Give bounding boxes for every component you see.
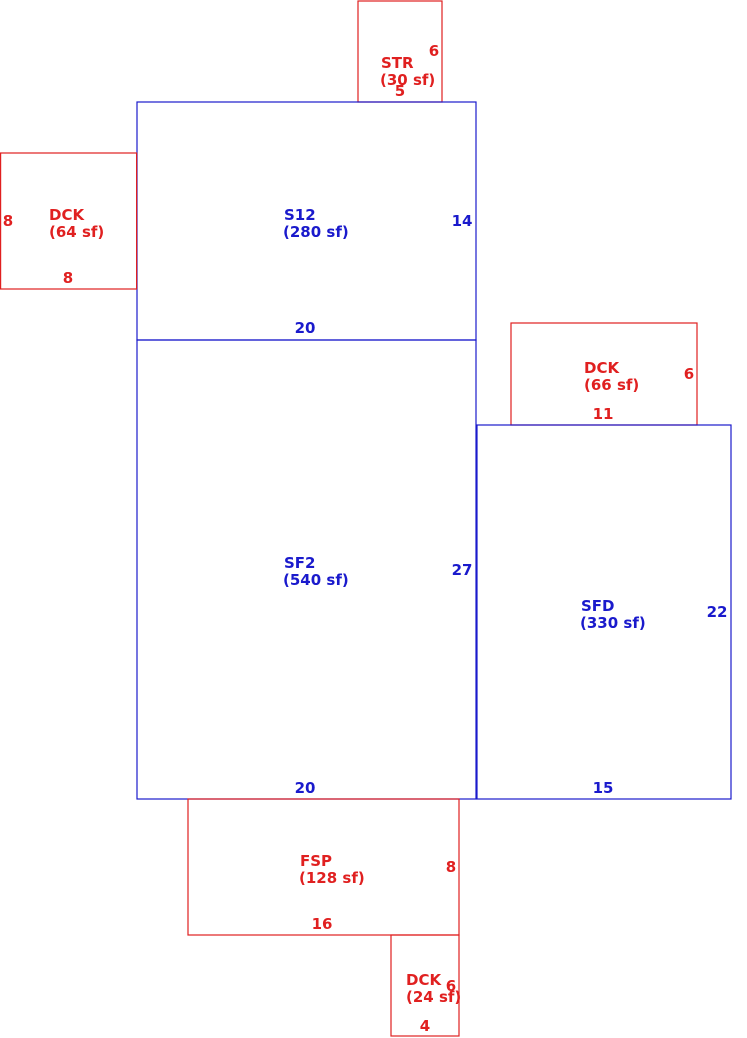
area-dck-left-outline bbox=[0, 152, 138, 290]
area-sfd[interactable]: SFD (330 sf) 15 22 bbox=[476, 424, 732, 800]
area-fsp-outline bbox=[187, 798, 460, 936]
area-str-depth: 6 bbox=[429, 42, 439, 60]
area-dck-left-depth: 8 bbox=[3, 212, 13, 230]
area-sf2-width: 20 bbox=[295, 779, 316, 797]
area-dck-left[interactable]: DCK (64 sf) 8 8 bbox=[0, 152, 138, 290]
area-dck-left-code: DCK bbox=[49, 206, 85, 224]
area-str-width: 5 bbox=[395, 82, 405, 100]
area-dck-left-size: (64 sf) bbox=[49, 223, 104, 241]
area-sfd-code: SFD bbox=[581, 597, 615, 615]
area-sfd-outline bbox=[476, 424, 732, 800]
area-sf2-size: (540 sf) bbox=[283, 571, 349, 589]
area-sfd-size: (330 sf) bbox=[580, 614, 646, 632]
area-sf2-depth: 27 bbox=[452, 561, 473, 579]
area-dck-bottom-depth: 6 bbox=[446, 977, 456, 995]
area-str[interactable]: STR (30 sf) 5 6 bbox=[357, 0, 443, 103]
area-dck-bottom-size: (24 sf) bbox=[406, 988, 461, 1006]
area-str-size: (30 sf) bbox=[380, 71, 435, 89]
area-dck-right-size: (66 sf) bbox=[584, 376, 639, 394]
area-dck-left-width: 8 bbox=[63, 269, 73, 287]
area-sfd-depth: 22 bbox=[707, 603, 728, 621]
area-sf2[interactable]: SF2 (540 sf) 20 27 bbox=[136, 339, 477, 800]
area-fsp-size: (128 sf) bbox=[299, 869, 365, 887]
area-s12-depth: 14 bbox=[452, 212, 473, 230]
area-fsp-width: 16 bbox=[312, 915, 333, 933]
area-fsp-code: FSP bbox=[300, 852, 332, 870]
area-str-code: STR bbox=[381, 54, 414, 72]
area-fsp[interactable]: FSP (128 sf) 16 8 bbox=[187, 798, 460, 936]
area-dck-bottom-outline bbox=[390, 934, 460, 1037]
area-s12-size: (280 sf) bbox=[283, 223, 349, 241]
area-dck-bottom[interactable]: DCK (24 sf) 4 6 bbox=[390, 934, 461, 1037]
area-sf2-code: SF2 bbox=[284, 554, 316, 572]
area-s12[interactable]: S12 (280 sf) 20 14 bbox=[136, 101, 477, 341]
area-dck-right[interactable]: DCK (66 sf) 11 6 bbox=[510, 322, 698, 426]
area-dck-right-depth: 6 bbox=[684, 365, 694, 383]
area-fsp-depth: 8 bbox=[446, 858, 456, 876]
area-s12-width: 20 bbox=[295, 319, 316, 337]
area-dck-right-code: DCK bbox=[584, 359, 620, 377]
area-sfd-width: 15 bbox=[593, 779, 614, 797]
area-dck-bottom-code: DCK bbox=[406, 971, 442, 989]
area-s12-code: S12 bbox=[284, 206, 316, 224]
area-dck-bottom-width: 4 bbox=[420, 1017, 430, 1035]
area-dck-right-width: 11 bbox=[593, 405, 614, 423]
